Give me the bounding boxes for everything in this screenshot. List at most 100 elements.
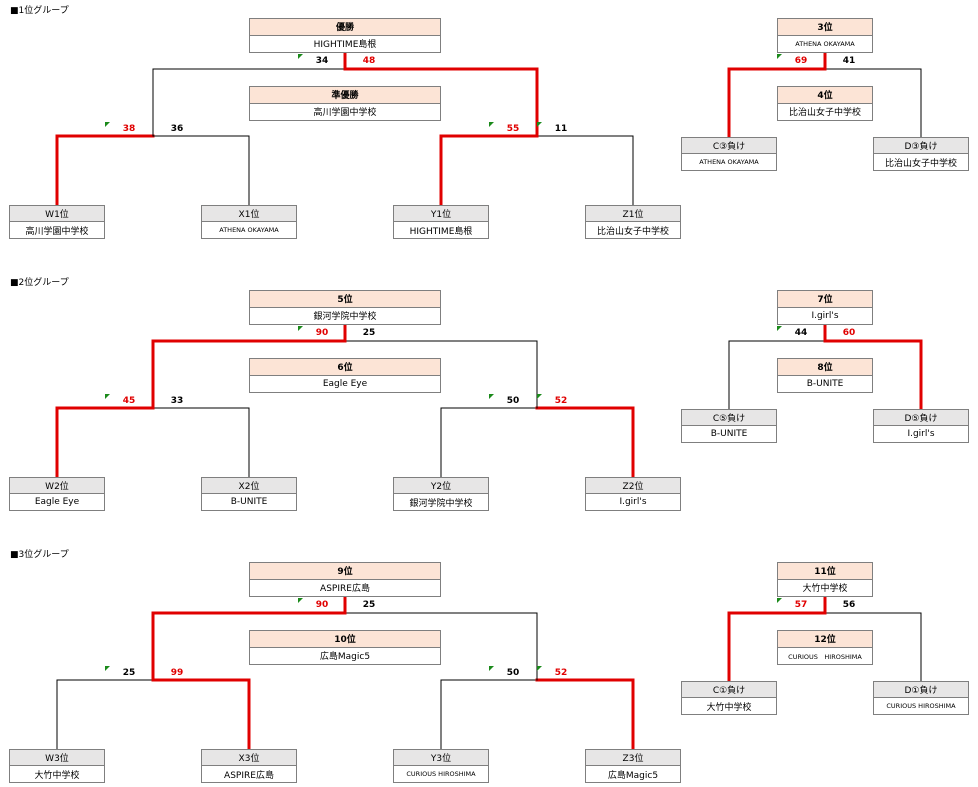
team-box-team: 高川学園中学校 — [25, 226, 89, 237]
team-box-team: HIGHTIME島根 — [409, 226, 473, 237]
placement-bottom-box: 4位比治山女子中学校 — [777, 86, 873, 121]
team-box-team: Eagle Eye — [34, 497, 80, 507]
placement-bottom-box-team: CURIOUS HIROSHIMA — [788, 652, 862, 661]
champion-box-team: HIGHTIME島根 — [313, 40, 377, 51]
team-box-header: Z2位 — [586, 478, 680, 494]
team-box-team: 比治山女子中学校 — [596, 226, 669, 237]
score-semi-left-a: 38 — [122, 124, 136, 134]
score-placement-right: 41 — [842, 56, 856, 66]
runnerup-box-header: 6位 — [250, 359, 440, 376]
placement-bottom-box-team: B-UNITE — [806, 378, 844, 389]
score-semi-right-b: 11 — [554, 124, 568, 134]
team-box-team: CURIOUS HIROSHIMA — [886, 702, 956, 710]
team-box-header: C⑤負け — [682, 410, 776, 426]
team-box: W1位高川学園中学校 — [9, 205, 105, 239]
score-placement-left: 57 — [794, 600, 808, 610]
marker-icon — [489, 122, 494, 127]
team-box-team: CURIOUS HIROSHIMA — [406, 770, 476, 778]
champion-box-header: 5位 — [250, 291, 440, 308]
team-box-header: Z1位 — [586, 206, 680, 222]
champion-box-team: 銀河学院中学校 — [313, 312, 377, 323]
marker-icon — [489, 394, 494, 399]
marker-icon — [105, 666, 110, 671]
team-box-header: Y3位 — [394, 750, 488, 766]
score-semi-left-b: 33 — [170, 396, 184, 406]
team-box-header: X1位 — [202, 206, 296, 222]
score-placement-right: 60 — [842, 328, 856, 338]
placement-top-box-header: 11位 — [778, 563, 872, 580]
score-semi-right-a: 50 — [506, 396, 520, 406]
runnerup-box-team: 広島Magic5 — [319, 652, 371, 663]
team-box-team: 比治山女子中学校 — [884, 158, 957, 169]
team-box: C⑤負け B-UNITE — [681, 409, 777, 443]
team-box-team: B-UNITE — [710, 429, 748, 439]
placement-bottom-box-header: 12位 — [778, 631, 872, 648]
score-final-left: 90 — [315, 600, 329, 610]
team-box: D③負け比治山女子中学校 — [873, 137, 969, 171]
team-box: Z3位広島Magic5 — [585, 749, 681, 783]
marker-icon — [489, 666, 494, 671]
score-semi-left-a: 45 — [122, 396, 136, 406]
team-box: Y3位 CURIOUS HIROSHIMA — [393, 749, 489, 783]
team-box: Y2位銀河学院中学校 — [393, 477, 489, 511]
marker-icon — [537, 394, 542, 399]
team-box: W3位大竹中学校 — [9, 749, 105, 783]
placement-top-box-team: I.girl's — [811, 310, 839, 321]
score-semi-right-b: 52 — [554, 396, 568, 406]
score-placement-right: 56 — [842, 600, 856, 610]
score-final-right: 48 — [362, 56, 376, 66]
runnerup-box: 10位広島Magic5 — [249, 630, 441, 665]
runnerup-box-team: Eagle Eye — [322, 378, 368, 389]
champion-box: 9位 ASPIRE広島 — [249, 562, 441, 597]
team-box-team: B-UNITE — [230, 497, 268, 507]
team-box-header: C③負け — [682, 138, 776, 154]
champion-box-team: ASPIRE広島 — [320, 584, 370, 595]
score-final-left: 90 — [315, 328, 329, 338]
team-box-header: D③負け — [874, 138, 968, 154]
marker-icon — [777, 326, 782, 331]
score-semi-left-b: 99 — [170, 668, 184, 678]
placement-bottom-box-team: 比治山女子中学校 — [788, 108, 861, 119]
score-semi-left-b: 36 — [170, 124, 184, 134]
team-box-team: ATHENA OKAYAMA — [699, 158, 759, 166]
champion-box-header: 9位 — [250, 563, 440, 580]
team-box: D①負け CURIOUS HIROSHIMA — [873, 681, 969, 715]
marker-icon — [105, 122, 110, 127]
team-box-header: Y2位 — [394, 478, 488, 494]
team-box-header: D⑤負け — [874, 410, 968, 426]
marker-icon — [537, 666, 542, 671]
team-box-header: X2位 — [202, 478, 296, 494]
score-final-left: 34 — [315, 56, 329, 66]
team-box: Z1位比治山女子中学校 — [585, 205, 681, 239]
score-final-right: 25 — [362, 600, 376, 610]
runnerup-box-header: 10位 — [250, 631, 440, 648]
placement-top-box-team: ATHENA OKAYAMA — [795, 39, 855, 48]
placement-bottom-box: 12位 CURIOUS HIROSHIMA — [777, 630, 873, 665]
champion-box: 5位銀河学院中学校 — [249, 290, 441, 325]
group-title: ■3位グループ — [10, 550, 69, 560]
team-box-team: ATHENA OKAYAMA — [219, 226, 279, 234]
team-box-team: 銀河学院中学校 — [409, 498, 473, 509]
team-box-team: ASPIRE広島 — [224, 770, 274, 781]
marker-icon — [298, 54, 303, 59]
team-box-team: 大竹中学校 — [706, 702, 752, 713]
marker-icon — [298, 598, 303, 603]
team-box-header: W1位 — [10, 206, 104, 222]
runnerup-box-team: 高川学園中学校 — [313, 108, 377, 119]
team-box-header: D①負け — [874, 682, 968, 698]
placement-bottom-box-header: 4位 — [778, 87, 872, 104]
marker-icon — [777, 598, 782, 603]
score-semi-right-a: 50 — [506, 668, 520, 678]
runnerup-box: 6位 Eagle Eye — [249, 358, 441, 393]
team-box-team: I.girl's — [907, 429, 935, 439]
score-placement-left: 69 — [794, 56, 808, 66]
marker-icon — [537, 122, 542, 127]
team-box-header: W3位 — [10, 750, 104, 766]
team-box-header: X3位 — [202, 750, 296, 766]
